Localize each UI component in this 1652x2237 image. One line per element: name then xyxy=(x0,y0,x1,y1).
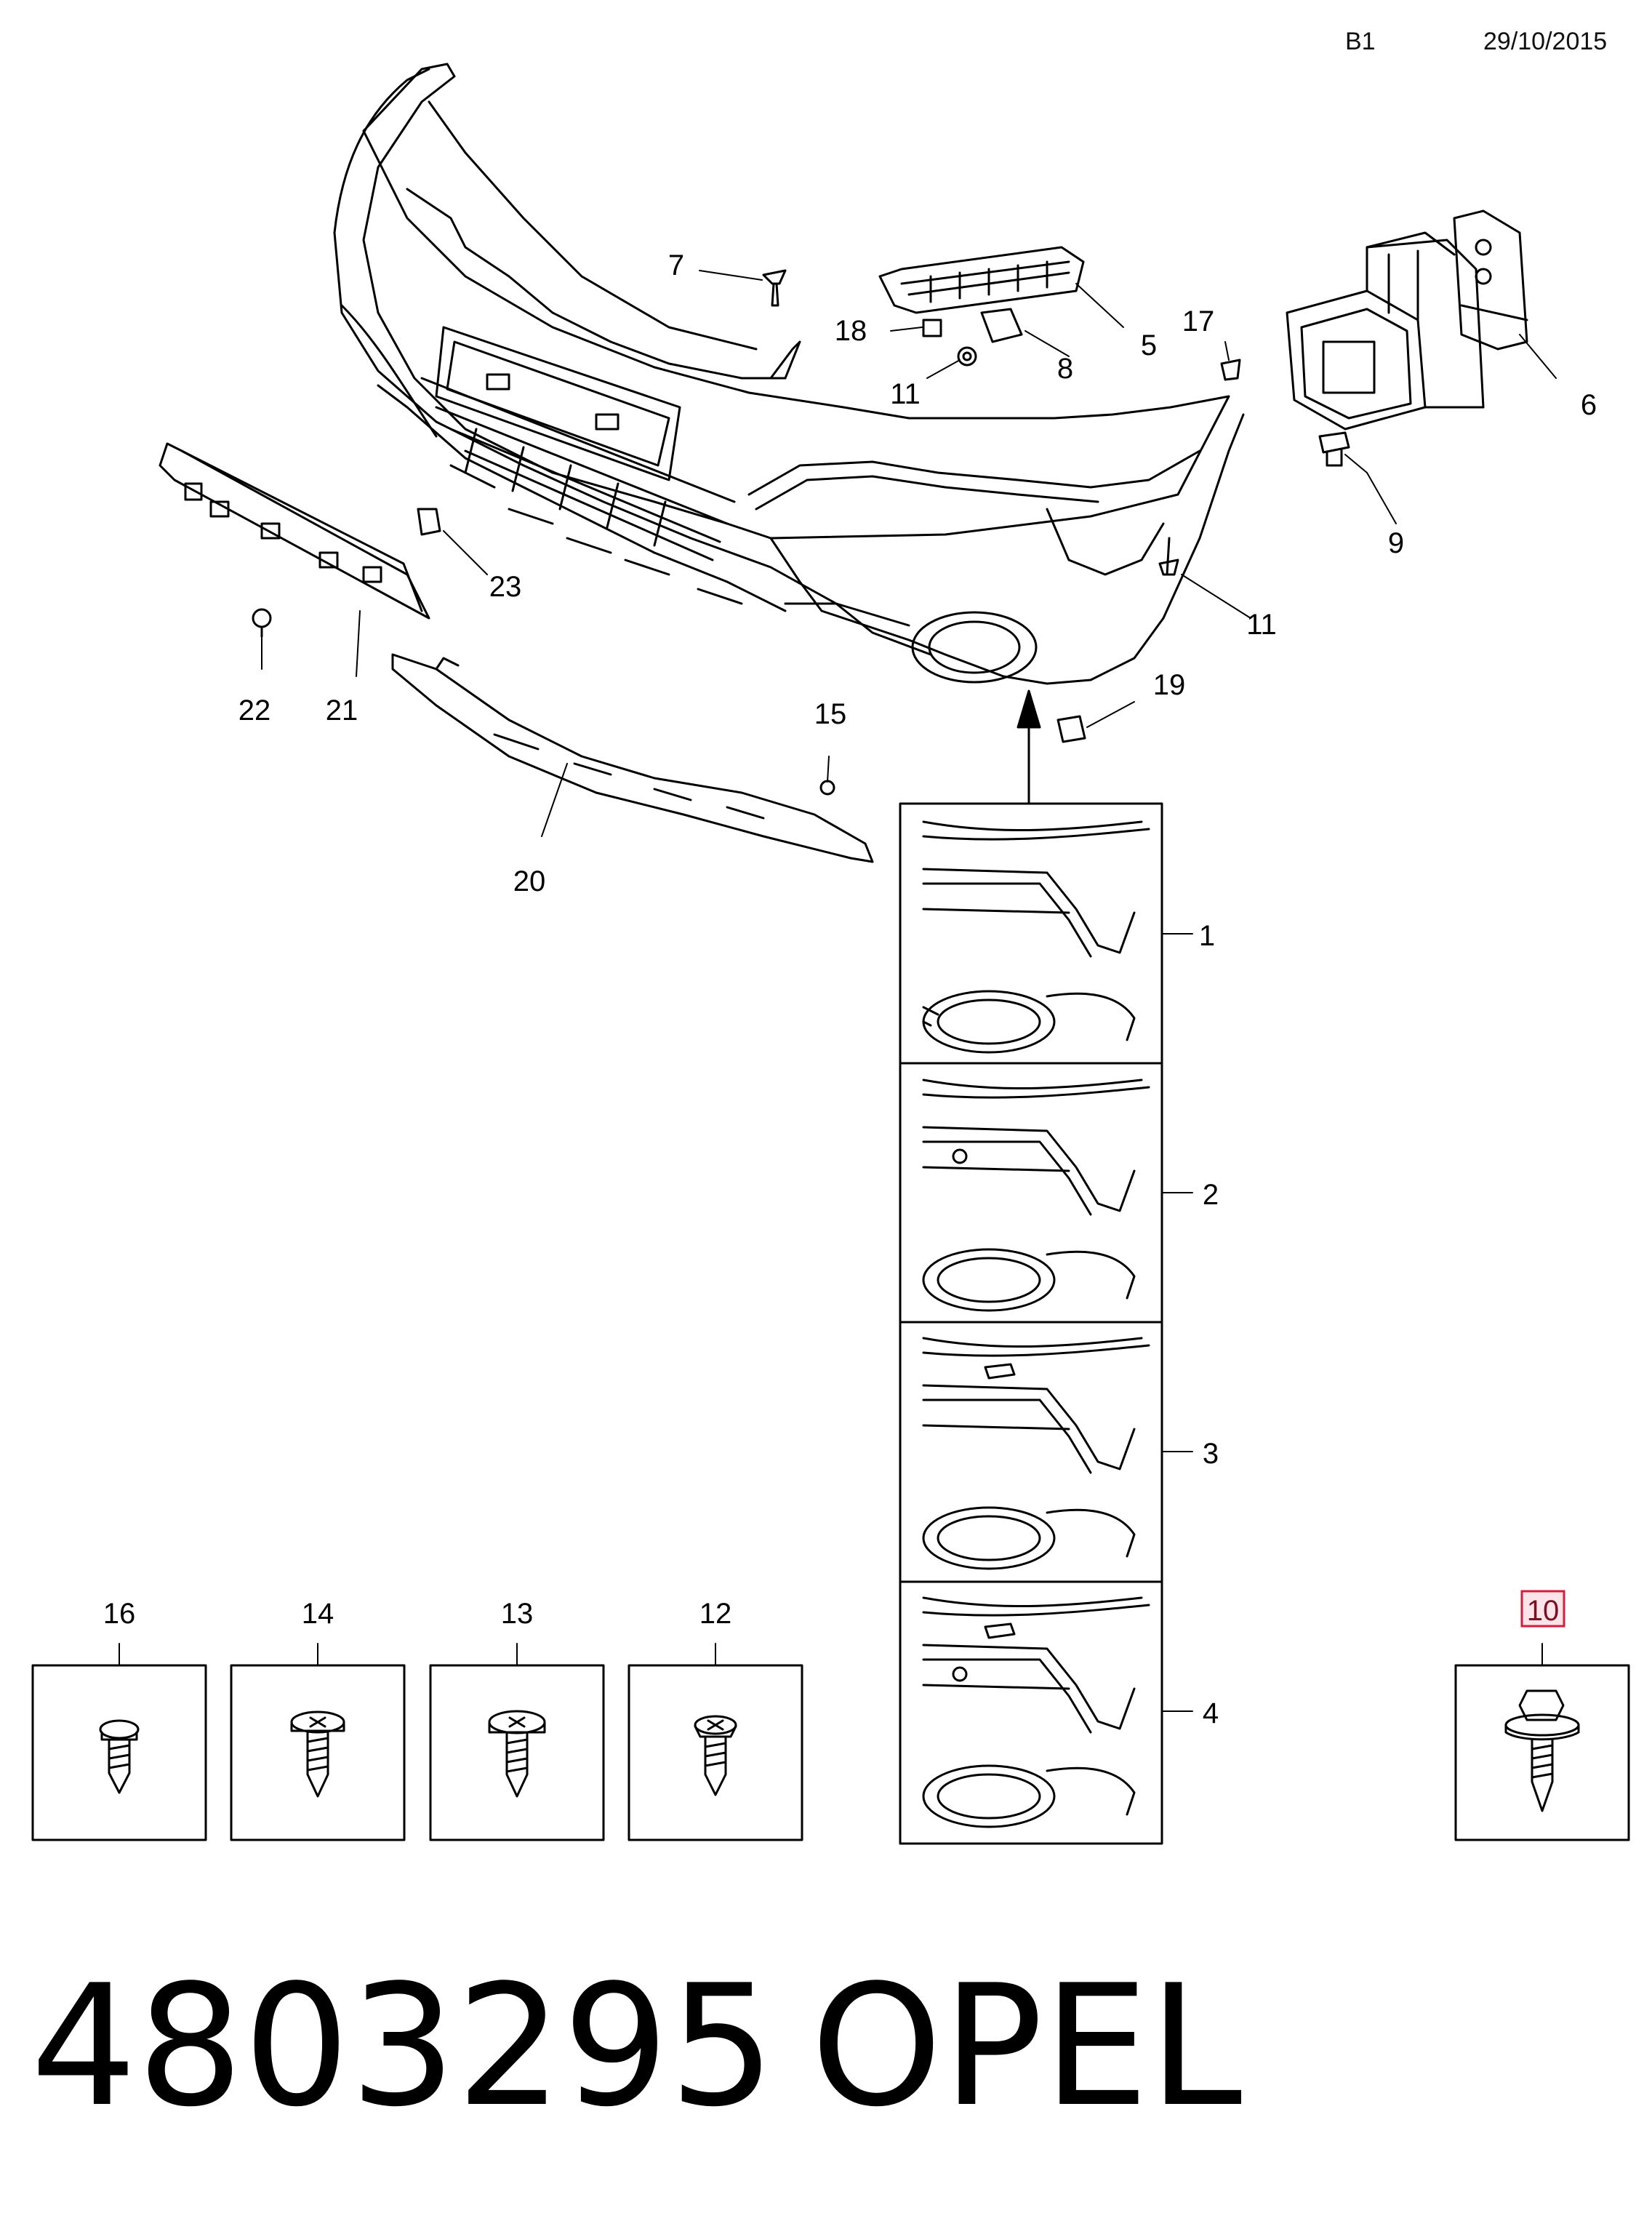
part-number: 4803295 xyxy=(31,1950,776,2144)
callout-variant-2: 2 xyxy=(1203,1179,1219,1211)
screw-boxes xyxy=(31,1643,1630,1841)
callout-20: 20 xyxy=(513,865,546,897)
callout-23: 23 xyxy=(489,571,522,603)
variant-arrow xyxy=(1017,689,1041,805)
callout-14: 14 xyxy=(302,1598,334,1630)
part-5-bracket xyxy=(878,246,1085,314)
callout-7: 7 xyxy=(668,249,684,281)
callout-6: 6 xyxy=(1581,389,1597,421)
callout-11-right: 11 xyxy=(1246,609,1277,641)
variant-panels xyxy=(899,802,1193,1845)
screw-12-drawing xyxy=(694,1715,737,1796)
callout-22: 22 xyxy=(238,695,271,727)
bumper-cover xyxy=(333,63,1245,685)
screw-13-drawing xyxy=(488,1710,546,1798)
callout-21: 21 xyxy=(326,695,358,727)
sheet-code: B1 xyxy=(1345,28,1376,55)
sheet-date: 29/10/2015 xyxy=(1483,28,1608,55)
part-18-clip xyxy=(922,319,942,337)
callout-17: 17 xyxy=(1182,305,1215,337)
callout-12: 12 xyxy=(699,1598,732,1630)
part-6-absorber xyxy=(1286,231,1485,431)
highlight-box-10 xyxy=(1520,1590,1565,1628)
callout-19: 19 xyxy=(1153,669,1186,701)
fastener-19 xyxy=(1056,715,1086,743)
leader-lines xyxy=(261,270,1557,837)
callout-8: 8 xyxy=(1057,353,1073,385)
part-20-strip xyxy=(391,653,874,863)
fastener-15 xyxy=(819,780,835,796)
callout-10: 10 xyxy=(1527,1595,1560,1627)
brand-name: OPEL xyxy=(811,1950,1243,2144)
variant-1-drawing xyxy=(922,820,1150,1054)
fastener-11-right xyxy=(1158,537,1179,576)
variant-4-drawing xyxy=(922,1596,1150,1828)
callout-variant-1: 1 xyxy=(1199,920,1215,952)
callout-9: 9 xyxy=(1388,527,1404,559)
screw-10-drawing xyxy=(1504,1689,1580,1812)
callout-variant-3: 3 xyxy=(1203,1438,1219,1470)
fastener-9 xyxy=(1318,431,1350,467)
fastener-23 xyxy=(417,508,441,536)
callout-labels: 7 18 11 8 5 17 6 9 11 23 22 21 15 20 19 … xyxy=(103,249,1597,1729)
callout-18: 18 xyxy=(835,315,867,347)
variant-3-drawing xyxy=(922,1337,1150,1570)
variant-2-drawing xyxy=(922,1079,1150,1312)
callout-5: 5 xyxy=(1141,329,1157,361)
fastener-11-top xyxy=(957,346,977,367)
part-21-bracket xyxy=(159,442,430,620)
part-6-plate xyxy=(1453,209,1528,351)
callout-15: 15 xyxy=(814,698,847,730)
fastener-7 xyxy=(762,269,787,307)
fastener-22 xyxy=(252,608,272,638)
screw-14-drawing xyxy=(290,1710,345,1798)
callout-16: 16 xyxy=(103,1598,136,1630)
fastener-17 xyxy=(1220,359,1241,381)
part-8-clip xyxy=(980,308,1023,343)
callout-11-top: 11 xyxy=(890,378,921,410)
callout-variant-4: 4 xyxy=(1203,1697,1219,1729)
callout-13: 13 xyxy=(501,1598,534,1630)
screw-16-drawing xyxy=(99,1719,140,1794)
